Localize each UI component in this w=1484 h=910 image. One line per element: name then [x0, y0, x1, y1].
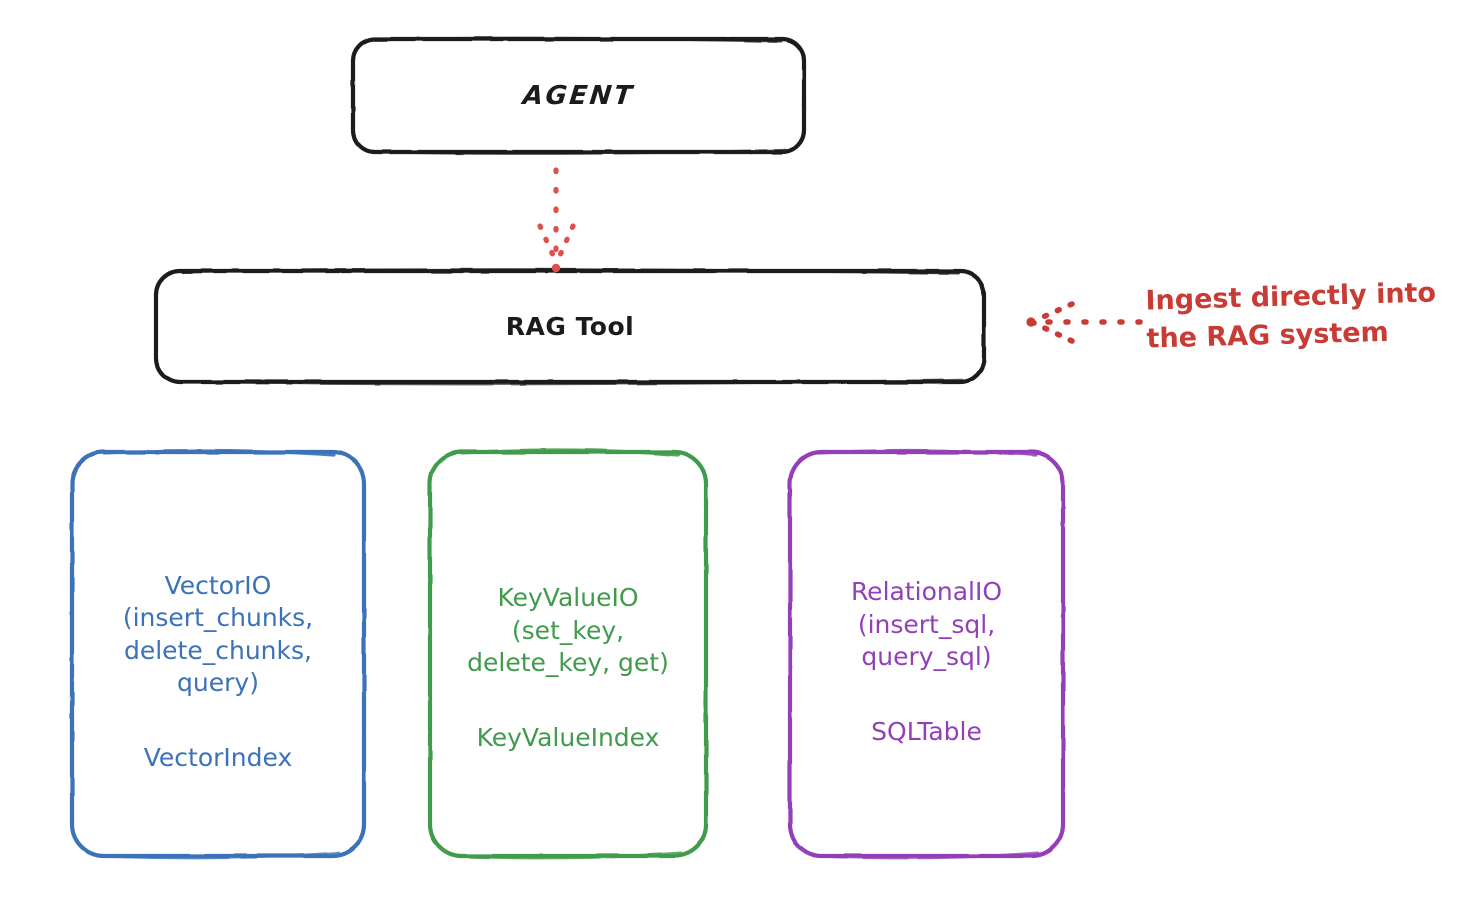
ingest-arrow: [1026, 301, 1143, 344]
relational-card-outline: [787, 448, 1066, 860]
keyvalue-index-label: KeyValueIndex: [476, 722, 660, 752]
relational-io-card-body: RelationalIO (insert_sql, query_sql) SQL…: [802, 576, 1051, 748]
agent-node[interactable]: AGENT: [352, 38, 805, 153]
vector-io-card[interactable]: VectorIO (insert_chunks, delete_chunks, …: [70, 450, 366, 858]
vector-card-outline: [69, 448, 367, 860]
rag-tool-node[interactable]: RAG Tool: [155, 270, 985, 383]
rag-tool-label: RAG Tool: [505, 312, 635, 341]
agent-to-rag-tool-arrow: [537, 167, 576, 273]
agent-label: AGENT: [521, 80, 636, 111]
keyvalue-io-card-body: KeyValueIO (set_key, delete_key, get) Ke…: [442, 582, 694, 754]
agent-box-outline: [350, 36, 807, 155]
relational-io-signature: RelationalIO (insert_sql, query_sql): [850, 577, 1003, 671]
keyvalue-card-outline: [427, 448, 709, 860]
keyvalue-io-card[interactable]: KeyValueIO (set_key, delete_key, get) Ke…: [428, 450, 708, 858]
sql-table-label: SQLTable: [871, 716, 982, 746]
keyvalue-io-signature: KeyValueIO (set_key, delete_key, get): [467, 583, 669, 677]
relational-io-card[interactable]: RelationalIO (insert_sql, query_sql) SQL…: [788, 450, 1065, 858]
vector-index-label: VectorIndex: [143, 742, 293, 772]
ingest-annotation-text: Ingest directly into the RAG system: [1145, 277, 1437, 355]
vector-io-signature: VectorIO (insert_chunks, delete_chunks, …: [122, 570, 314, 698]
vector-io-card-body: VectorIO (insert_chunks, delete_chunks, …: [84, 570, 352, 775]
rag-tool-box-outline: [153, 268, 987, 386]
